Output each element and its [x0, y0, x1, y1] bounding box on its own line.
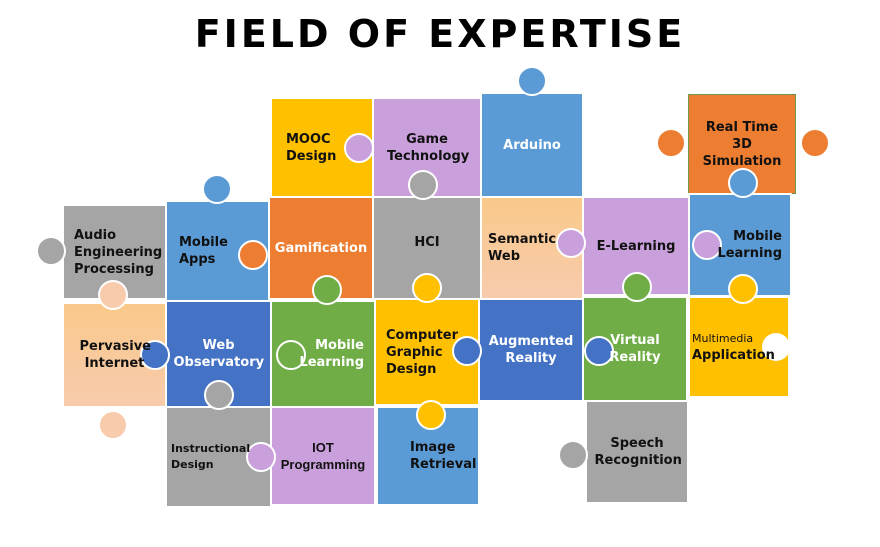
puzzle-knob [728, 274, 758, 304]
piece-label: Multimedia [692, 332, 754, 345]
piece-label: Semantic Web [488, 232, 557, 264]
piece-label: Mobile Learning [299, 338, 364, 370]
puzzle-knob [558, 440, 588, 470]
puzzle-knob [246, 442, 276, 472]
piece-label: Web Observatory [173, 338, 265, 370]
puzzle-knob [98, 280, 128, 310]
puzzle-knob [276, 340, 306, 370]
page-title: FIELD OF EXPERTISE [194, 12, 686, 56]
puzzle-knob [344, 133, 374, 163]
piece-label: Virtual Reality [609, 333, 661, 365]
piece-label: Augmented Reality [488, 334, 574, 366]
piece-label: IOT Programming [280, 440, 366, 472]
puzzle-knob [517, 66, 547, 96]
piece-label: MOOC Design [286, 131, 337, 164]
puzzle-knob [452, 336, 482, 366]
puzzle-knob [656, 128, 686, 158]
piece-label: HCI [414, 235, 440, 250]
puzzle-knob [204, 380, 234, 410]
puzzle-socket [762, 333, 790, 361]
puzzle-knob [238, 240, 268, 270]
piece-multimedia-application: Multimedia Application [688, 296, 790, 398]
piece-label: Gamification [274, 240, 368, 256]
puzzle-knob [622, 272, 652, 302]
piece-label: Mobile Apps [179, 235, 228, 267]
piece-arduino: Arduino [480, 92, 584, 198]
piece-label: Pervasive Internet [79, 339, 152, 371]
piece-instructional-design: Instructional Design [165, 406, 272, 508]
puzzle-knob [98, 410, 128, 440]
piece-label: Arduino [503, 137, 561, 153]
piece-speech-recognition: Speech Recognition [585, 400, 689, 504]
piece-label: Speech Recognition [594, 436, 682, 468]
puzzle-knob [36, 236, 66, 266]
puzzle-knob [416, 400, 446, 430]
piece-label: Mobile Learning [717, 229, 782, 261]
piece-augmented-reality: Augmented Reality [478, 298, 584, 402]
piece-label: Instructional Design [171, 441, 261, 473]
puzzle-knob [202, 174, 232, 204]
piece-label: Audio Engineering Processing [74, 227, 163, 277]
puzzle-knob [692, 230, 722, 260]
piece-label: Application [692, 348, 775, 363]
piece-iot-programming: IOT Programming [270, 406, 376, 506]
puzzle-knob [728, 168, 758, 198]
puzzle-knob [800, 128, 830, 158]
puzzle-knob [412, 273, 442, 303]
puzzle-knob [312, 275, 342, 305]
piece-label-text: Instructional Design [171, 442, 251, 471]
puzzle-knob [408, 170, 438, 200]
piece-label: Game Technology [387, 131, 470, 164]
puzzle-knob [584, 336, 614, 366]
piece-label: Image Retrieval [410, 440, 477, 472]
piece-label: Real Time 3D Simulation [702, 119, 782, 169]
piece-label: Computer Graphic Design [386, 327, 459, 377]
piece-label: E-Learning [596, 238, 676, 254]
puzzle-knob [140, 340, 170, 370]
puzzle-knob [556, 228, 586, 258]
